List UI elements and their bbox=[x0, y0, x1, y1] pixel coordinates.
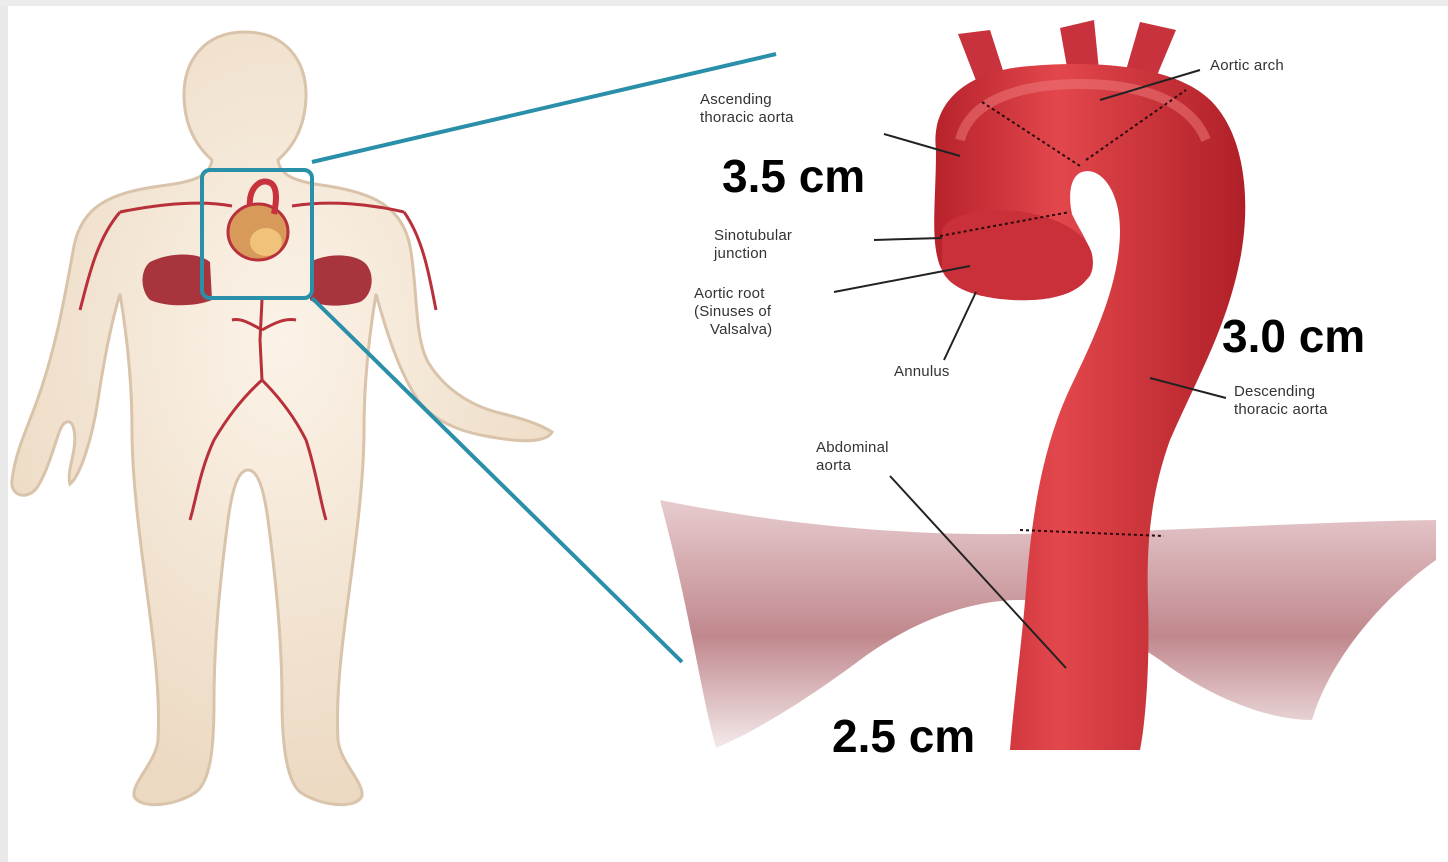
label-annulus: Annulus bbox=[894, 363, 950, 380]
zoom-connector-bottom bbox=[312, 298, 682, 662]
label-abdominal-line1: Abdominal bbox=[816, 439, 889, 456]
measurement-ascending: 3.5 cm bbox=[722, 150, 865, 202]
label-aortic-root-line2: (Sinuses of bbox=[694, 303, 772, 320]
leader-annulus bbox=[944, 292, 976, 360]
label-descending-line1: Descending bbox=[1234, 383, 1315, 400]
right-lung bbox=[310, 255, 372, 305]
label-aortic-root-line1: Aortic root bbox=[694, 285, 765, 302]
label-abdominal-line2: aorta bbox=[816, 457, 852, 474]
label-descending-line2: thoracic aorta bbox=[1234, 401, 1328, 418]
label-sinotubular-line1: Sinotubular bbox=[714, 227, 792, 244]
label-ascending-line1: Ascending bbox=[700, 91, 772, 108]
leader-sinotubular bbox=[874, 238, 942, 240]
measurement-descending: 3.0 cm bbox=[1222, 310, 1365, 362]
heart-ventricle bbox=[250, 228, 282, 256]
label-ascending-line2: thoracic aorta bbox=[700, 109, 794, 126]
zoom-connector-top bbox=[312, 54, 776, 162]
human-body-figure bbox=[12, 32, 552, 805]
label-aortic-arch: Aortic arch bbox=[1210, 57, 1284, 74]
measurement-abdominal: 2.5 cm bbox=[832, 710, 975, 762]
label-aortic-root-line3: Valsalva) bbox=[710, 321, 772, 338]
label-sinotubular-line2: junction bbox=[713, 245, 767, 262]
body-silhouette bbox=[12, 32, 552, 805]
